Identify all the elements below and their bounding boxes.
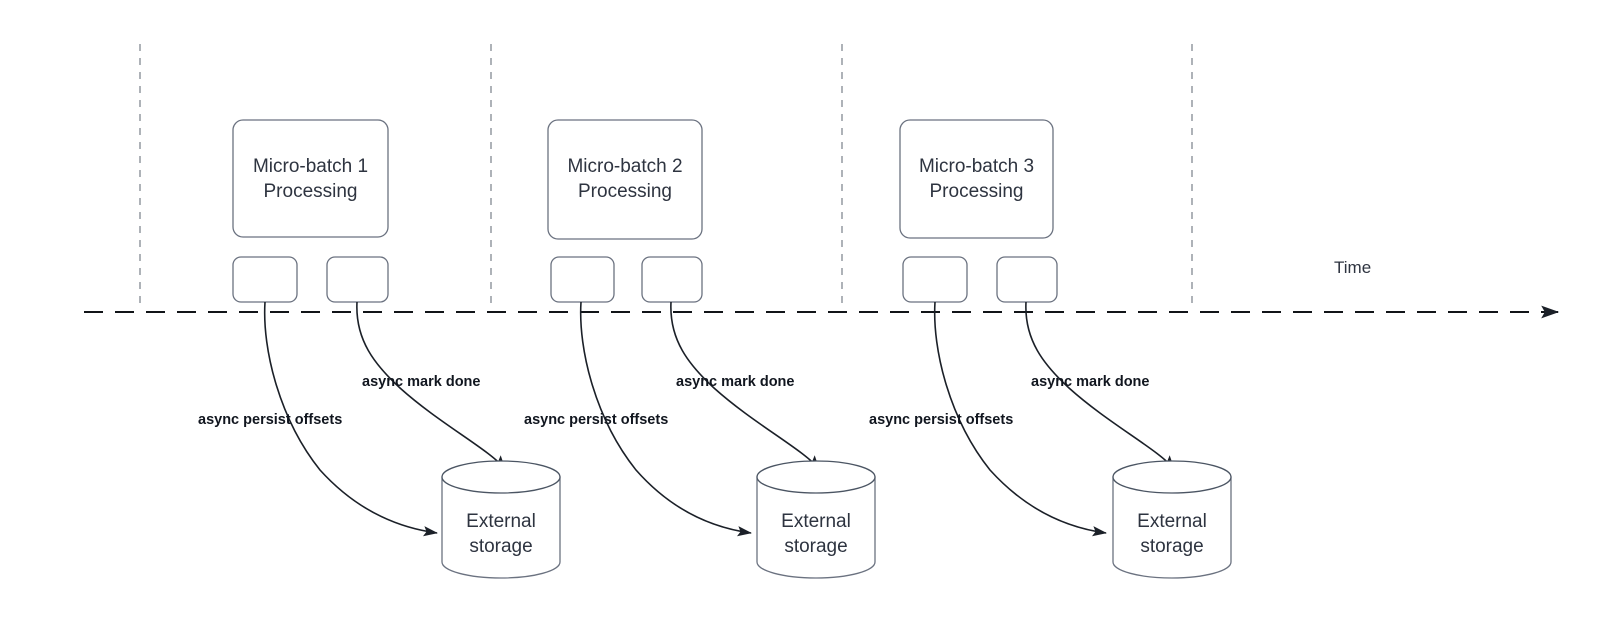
external-storage-2-body [756, 476, 876, 579]
external-storage-1-label-line2: storage [469, 536, 532, 557]
external-storage-3-top [1112, 460, 1232, 494]
micro-batch-2-persist-label: async persist offsets [524, 412, 668, 428]
group-1: Micro-batch 1 Processing async persist o… [198, 119, 561, 579]
external-storage-2[interactable]: External storage [756, 460, 876, 579]
external-storage-3[interactable]: External storage [1112, 460, 1232, 579]
time-axis-label: Time [1334, 258, 1371, 277]
external-storage-1-top [441, 460, 561, 494]
group-3: Micro-batch 3 Processing async persist o… [869, 119, 1232, 579]
micro-batch-1-label-line1: Micro-batch 1 [253, 156, 368, 177]
micro-batch-1-mark-done-task-box[interactable] [326, 256, 389, 303]
external-storage-2-top [756, 460, 876, 494]
micro-batch-1-persist-arrow [263, 301, 438, 537]
group-2: Micro-batch 2 Processing async persist o… [524, 119, 876, 579]
micro-batch-2-persist-task-box[interactable] [550, 256, 615, 303]
micro-batch-3-box[interactable] [899, 119, 1054, 239]
micro-batch-1-mark-done-label: async mark done [362, 374, 480, 390]
external-storage-3-label-line1: External [1137, 511, 1207, 532]
micro-batch-3-mark-done-task-box[interactable] [996, 256, 1058, 303]
micro-batch-2-box[interactable] [547, 119, 703, 240]
micro-batch-1-box[interactable] [232, 119, 389, 238]
batch-boundary-lines [139, 44, 1193, 306]
external-storage-2-label-line1: External [781, 511, 851, 532]
micro-batch-2-label-line2: Processing [578, 181, 672, 202]
external-storage-1[interactable]: External storage [441, 460, 561, 579]
micro-batch-3-persist-arrow [933, 301, 1107, 537]
micro-batch-2-mark-done-label: async mark done [676, 374, 794, 390]
micro-batch-3-persist-task-box[interactable] [902, 256, 968, 303]
micro-batch-2-mark-done-task-box[interactable] [641, 256, 703, 303]
micro-batch-2-label-line1: Micro-batch 2 [567, 156, 682, 177]
micro-batch-3-label-line2: Processing [930, 181, 1024, 202]
external-storage-3-body [1112, 476, 1232, 579]
micro-batch-1-persist-label: async persist offsets [198, 412, 342, 428]
micro-batch-2-persist-arrow [579, 301, 752, 537]
external-storage-1-body [441, 476, 561, 579]
micro-batch-2-mark-done-arrow [670, 301, 820, 470]
external-storage-2-label-line2: storage [784, 536, 847, 557]
external-storage-3-label-line2: storage [1140, 536, 1203, 557]
micro-batch-3-persist-label: async persist offsets [869, 412, 1013, 428]
micro-batch-3-label-line1: Micro-batch 3 [919, 156, 1034, 177]
micro-batch-3-mark-done-label: async mark done [1031, 374, 1149, 390]
micro-batch-1-persist-task-box[interactable] [232, 256, 298, 303]
micro-batch-1-mark-done-arrow [356, 301, 506, 470]
external-storage-1-label-line1: External [466, 511, 536, 532]
micro-batch-1-label-line2: Processing [264, 181, 358, 202]
micro-batch-3-mark-done-arrow [1025, 301, 1175, 470]
